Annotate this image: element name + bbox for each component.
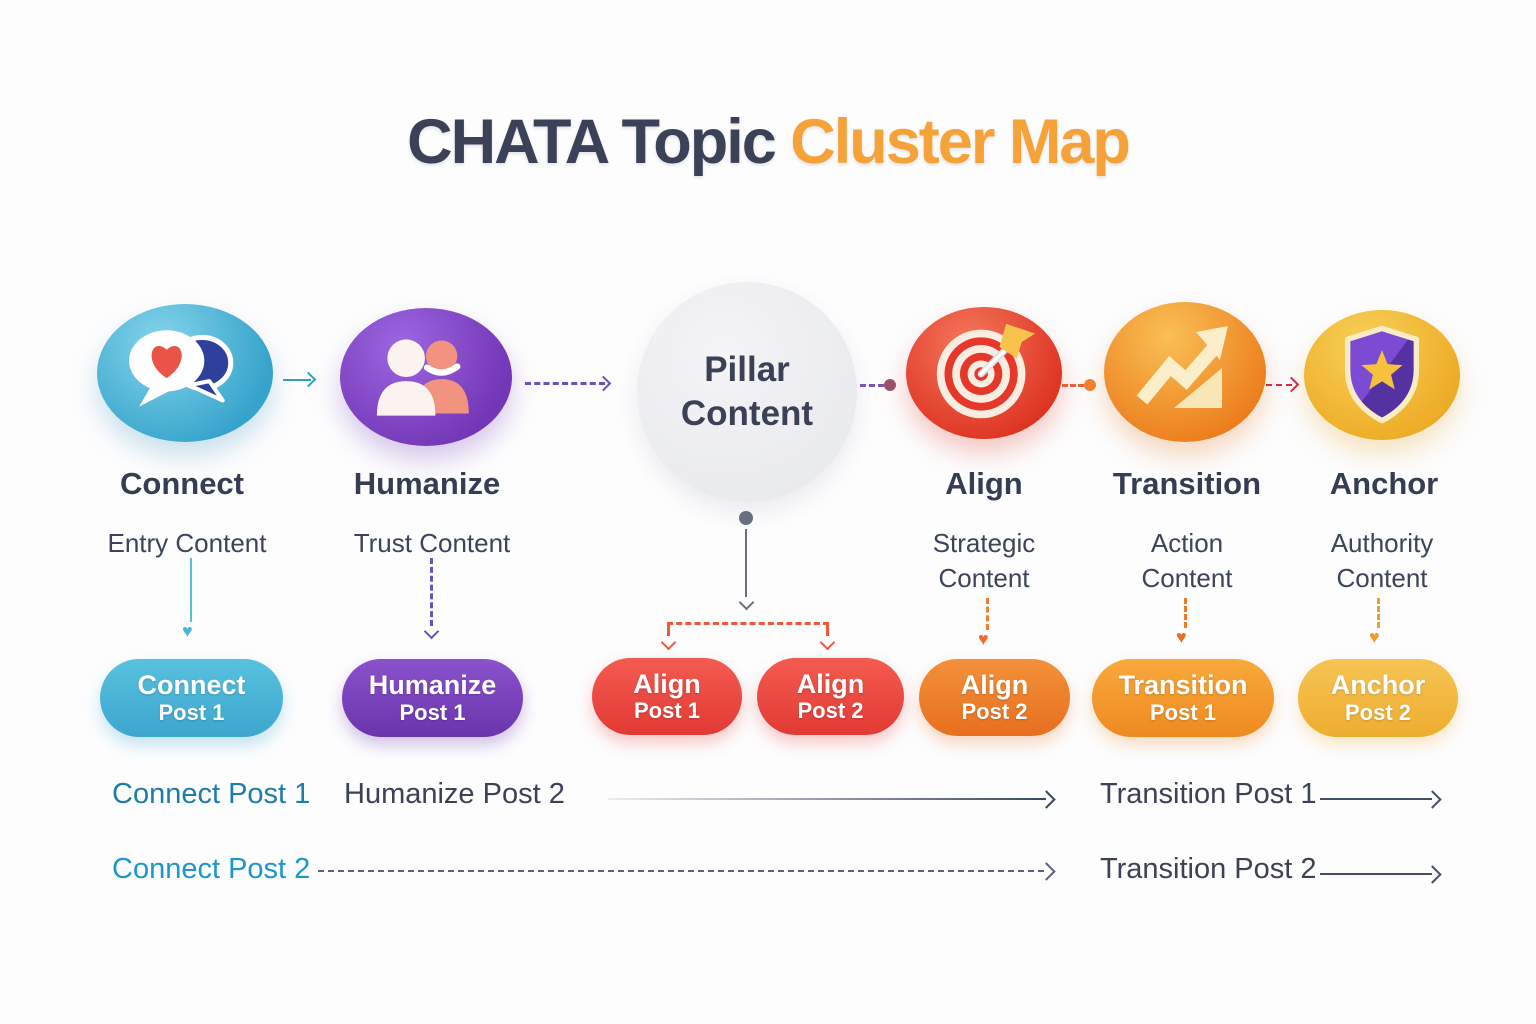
arrow-humanize-to-pillar <box>525 382 605 385</box>
heart-marker-align: ♥ <box>978 629 989 649</box>
pill-subtitle: Post 2 <box>961 699 1028 725</box>
title-primary: CHATA Topic <box>407 107 777 177</box>
link-pillar-to-align <box>860 384 884 387</box>
target-dart-icon <box>936 323 1036 419</box>
node-pillar-content: Pillar Content <box>637 282 857 502</box>
sublabel-trust-content: Trust Content <box>353 528 511 558</box>
arrowhead-drop-humanize <box>423 623 440 640</box>
arrow-transition-to-anchor <box>1266 384 1292 386</box>
pill-title: Align <box>796 668 865 699</box>
heart-marker-anchor: ♥ <box>1369 627 1380 647</box>
footer-arrow-row2-dashed <box>318 870 1044 872</box>
pillar-label-line1: Pillar <box>704 350 790 390</box>
arrowhead-humanize-to-pillar <box>595 375 612 392</box>
node-transition <box>1104 302 1266 442</box>
footer-arrow-row1-short <box>1320 798 1432 800</box>
drop-line-anchor <box>1377 598 1380 628</box>
branch-line-horizontal <box>667 622 829 625</box>
pill-subtitle: Post 2 <box>797 698 864 724</box>
drop-line-transition <box>1184 598 1187 628</box>
footer-label-transition-post-2: Transition Post 2 <box>1100 853 1317 885</box>
branch-tick-right <box>826 625 829 636</box>
pill-humanize-post-1: Humanize Post 1 <box>342 659 523 737</box>
pill-align-post-2-orange: Align Post 2 <box>919 659 1070 736</box>
label-humanize: Humanize <box>353 466 501 501</box>
drop-line-align <box>986 598 989 630</box>
label-align: Align <box>945 466 1023 501</box>
footer-label-humanize-post-2: Humanize Post 2 <box>344 778 565 810</box>
pill-subtitle: Post 2 <box>1344 699 1412 725</box>
label-connect: Connect <box>120 466 244 501</box>
pill-title: Align <box>633 668 701 699</box>
pill-transition-post-1: Transition Post 1 <box>1092 659 1274 737</box>
arrow-connect-to-humanize <box>283 379 311 381</box>
pill-align-post-1: Align Post 1 <box>592 658 742 735</box>
pill-title: Align <box>960 669 1029 700</box>
pill-connect-post-1: Connect Post 1 <box>100 659 283 737</box>
node-align <box>906 307 1062 439</box>
pill-title: Anchor <box>1330 670 1426 701</box>
shield-star-icon <box>1344 325 1420 424</box>
link-align-to-transition <box>1062 384 1084 387</box>
dot-pillar-drop <box>739 511 753 525</box>
sublabel-authority-content: Authority Content <box>1330 528 1434 594</box>
pill-title: Connect <box>137 670 246 701</box>
arrowhead-connect-to-humanize <box>300 371 317 388</box>
heart-marker-transition: ♥ <box>1176 627 1187 647</box>
label-transition: Transition <box>1112 466 1262 501</box>
footer-link-connect-post-2: Connect Post 2 <box>112 853 311 885</box>
pill-align-post-2-red: Align Post 2 <box>757 658 904 735</box>
arrowhead-transition-to-anchor <box>1283 376 1300 393</box>
pill-subtitle: Post 1 <box>633 698 701 724</box>
heart-marker-connect: ♥ <box>182 621 193 641</box>
branch-tick-left <box>667 625 670 636</box>
arrowhead-drop-pillar <box>738 594 755 611</box>
node-humanize <box>340 308 512 446</box>
pillar-label-line2: Content <box>680 394 814 433</box>
node-connect <box>97 304 273 442</box>
sublabel-action-content: Action Content <box>1141 528 1233 594</box>
label-anchor: Anchor <box>1329 466 1439 501</box>
footer-link-connect-post-1: Connect Post 1 <box>112 778 311 810</box>
footer-arrowhead-row2-dashed <box>1037 862 1056 881</box>
chat-bubbles-heart-icon <box>129 330 234 407</box>
footer-arrowhead-row1-long <box>1037 790 1056 809</box>
arrowhead-branch-left <box>660 634 677 651</box>
pill-anchor-post-2: Anchor Post 2 <box>1298 659 1458 737</box>
pill-subtitle: Post 1 <box>158 699 225 725</box>
pill-title: Transition <box>1118 670 1248 701</box>
chart-up-arrow-icon <box>1136 326 1228 408</box>
dot-align-to-transition <box>1084 379 1096 391</box>
footer-arrow-row1-long <box>608 798 1046 800</box>
sublabel-entry-content: Entry Content <box>107 528 267 558</box>
drop-line-humanize <box>430 558 433 626</box>
pill-title: Humanize <box>368 670 497 701</box>
footer-arrowhead-row1-short <box>1423 790 1442 809</box>
sublabel-strategic-content: Strategic Content <box>932 528 1036 594</box>
drop-line-connect <box>190 558 192 622</box>
footer-arrow-row2-short <box>1320 873 1432 875</box>
pill-subtitle: Post 1 <box>399 699 466 725</box>
people-icon <box>376 339 469 416</box>
dot-pillar-to-align <box>884 379 896 391</box>
page-title: CHATA Topic Cluster Map <box>0 106 1536 178</box>
title-accent: Cluster Map <box>790 107 1131 177</box>
title-space <box>775 107 791 177</box>
footer-label-transition-post-1: Transition Post 1 <box>1100 778 1317 810</box>
arrowhead-branch-right <box>819 634 836 651</box>
pill-subtitle: Post 1 <box>1149 699 1217 725</box>
node-anchor <box>1304 310 1460 440</box>
drop-line-pillar <box>745 529 747 597</box>
footer-arrowhead-row2-short <box>1423 865 1442 884</box>
